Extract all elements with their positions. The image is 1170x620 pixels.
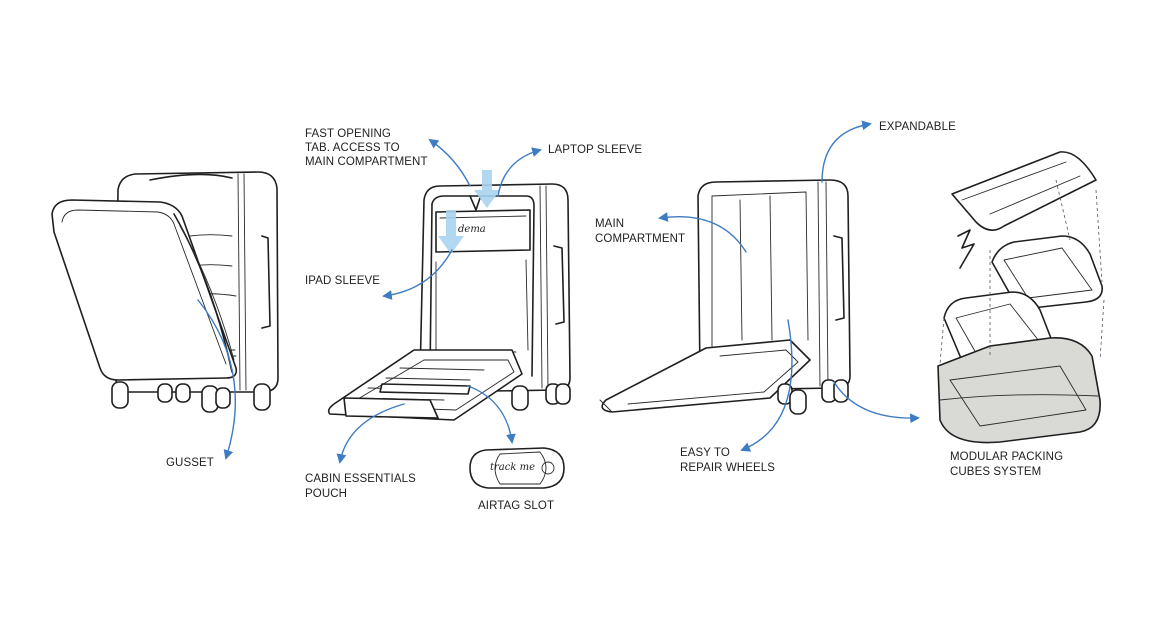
label-main-compartment-line2: COMPARTMENT <box>595 233 685 245</box>
arrow-airtag <box>467 385 516 444</box>
arrow-gusset <box>197 299 236 460</box>
label-ipad-sleeve: IPAD SLEEVE <box>305 275 380 287</box>
label-fast-opening-line3: MAIN COMPARTMENT <box>305 156 428 168</box>
label-cabin-pouch-line1: CABIN ESSENTIALS <box>305 473 416 485</box>
arrow-repair-wheels <box>740 319 793 452</box>
labels: GUSSET FAST OPENING TAB. ACCESS TO MAIN … <box>166 121 1063 512</box>
arrow-cabin-pouch <box>336 403 405 464</box>
airtag-slot-drawing <box>469 447 565 489</box>
label-fast-opening-line2: TAB. ACCESS TO <box>305 142 400 154</box>
label-easy-repair-line2: REPAIR WHEELS <box>680 462 775 474</box>
label-packing-cubes-line1: MODULAR PACKING <box>950 451 1063 463</box>
arrow-expandable <box>821 120 872 183</box>
suitcase-logo: dema <box>458 224 486 235</box>
suitcase-front-compartment <box>327 170 571 421</box>
arrow-fast-opening <box>428 138 471 187</box>
label-laptop-sleeve: LAPTOP SLEEVE <box>548 144 642 156</box>
label-easy-repair-line1: EASY TO <box>680 447 730 459</box>
packing-cubes-drawing <box>937 151 1105 444</box>
suitcase-front-open <box>51 171 279 413</box>
label-airtag-slot: AIRTAG SLOT <box>478 500 554 512</box>
arrow-main-compartment <box>658 212 747 253</box>
callout-arrows <box>197 120 920 464</box>
arrow-ipad-sleeve <box>382 249 453 300</box>
suitcase-open-clamshell <box>599 179 851 415</box>
label-main-compartment-line1: MAIN <box>595 218 624 230</box>
arrow-packing-cubes <box>833 381 920 424</box>
label-expandable: EXPANDABLE <box>879 121 956 133</box>
arrow-laptop-sleeve <box>497 147 542 197</box>
airtag-tag-text: track me <box>490 462 535 473</box>
label-packing-cubes-line2: CUBES SYSTEM <box>950 466 1041 478</box>
label-fast-opening-line1: FAST OPENING <box>305 128 391 140</box>
label-gusset: GUSSET <box>166 457 214 469</box>
label-cabin-pouch-line2: POUCH <box>305 488 347 500</box>
